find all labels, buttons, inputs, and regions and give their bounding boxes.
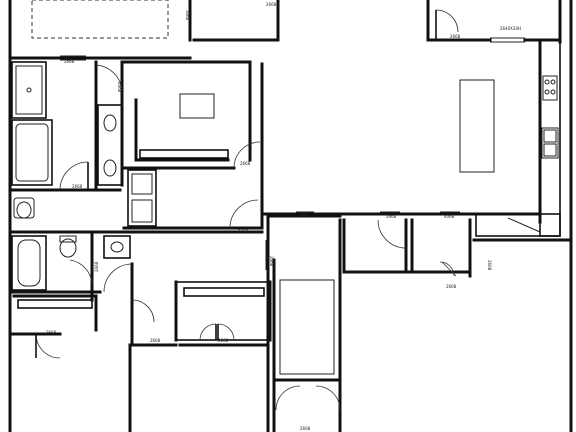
note-1: 2668 [64, 59, 75, 64]
note-2: 2668 [117, 82, 122, 93]
window-note: 2640X30H [500, 26, 521, 31]
note-19: 2668 [487, 260, 492, 271]
kitchen [260, 9, 573, 242]
note-14: 4068 [444, 214, 455, 219]
windows [60, 37, 525, 270]
note-10: 2668 [300, 426, 311, 431]
note-9: 2668 [218, 338, 229, 343]
exterior-walls [8, 0, 573, 432]
note-8: 2668 [150, 338, 161, 343]
center-core [266, 214, 342, 432]
linen-closet [174, 280, 272, 347]
note-15: 2668 [269, 256, 274, 267]
note-11: 2668 [386, 214, 397, 219]
note-13: 3068 [298, 212, 309, 217]
door-notes: 2668 2668 2668 2668 2668 2668 2668 2668 … [46, 2, 521, 431]
note-18: 2668 [266, 2, 277, 7]
note-6: 2668 [94, 261, 99, 272]
master-bath [8, 60, 124, 192]
pantry [342, 218, 472, 278]
note-3: 2668 [72, 184, 83, 189]
bedroom-closet [8, 294, 132, 432]
walk-in-closet [95, 60, 252, 162]
note-12: 2668 [446, 284, 457, 289]
secondary-bath [8, 197, 132, 302]
master-bedroom [31, 0, 169, 39]
note-7: 2668 [46, 330, 57, 335]
note-5: 2668 [238, 229, 249, 234]
note-17: 3068 [185, 10, 190, 21]
hallway [103, 230, 264, 347]
note-4: 2668 [240, 161, 251, 166]
note-16: 2668 [450, 34, 461, 39]
laundry-room [122, 62, 264, 230]
